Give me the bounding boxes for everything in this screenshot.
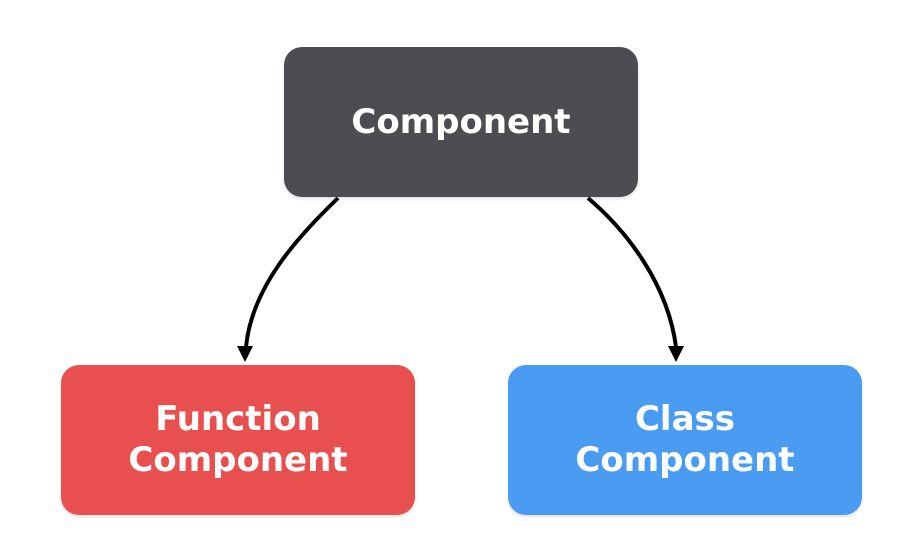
class-component-label-line1: Class: [634, 399, 736, 439]
class-component-node: Class Component: [508, 365, 862, 515]
edge-root-to-function: [244, 196, 340, 348]
arrowhead-function: [237, 346, 253, 362]
arrowhead-class: [668, 346, 684, 362]
class-component-label-line2: Component: [575, 440, 795, 480]
function-component-label-line2: Component: [128, 440, 348, 480]
component-node: Component: [284, 47, 638, 197]
function-component-node: Function Component: [61, 365, 415, 515]
component-label: Component: [351, 101, 571, 142]
edge-root-to-class: [586, 196, 678, 348]
function-component-label-line1: Function: [155, 399, 321, 439]
